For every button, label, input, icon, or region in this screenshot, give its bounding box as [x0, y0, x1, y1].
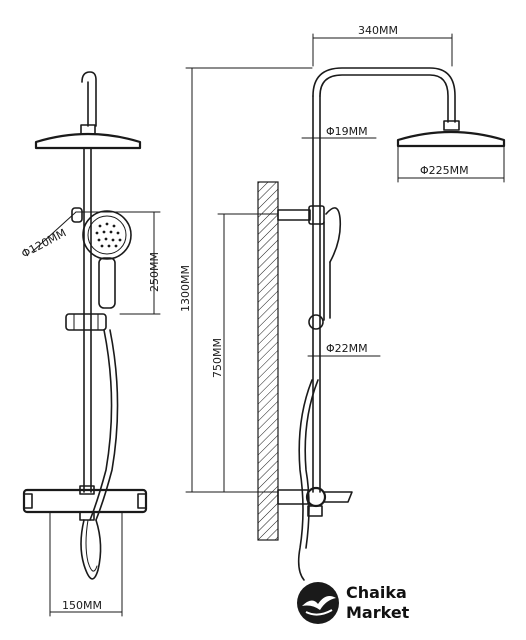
dim-label-height-1300: 1300MM [179, 265, 192, 312]
dim-label-height-750: 750MM [211, 338, 224, 378]
seagull-icon [302, 596, 336, 610]
dim-label-head-225: Φ225MM [420, 164, 469, 177]
side-slider-knob [308, 314, 324, 330]
front-top-pipe [81, 71, 97, 127]
front-rain-head [34, 132, 142, 150]
dim-label-head-120: Φ120MM [19, 226, 68, 260]
dim-left-bottom-width: 150MM [49, 511, 123, 617]
dim-right-pipe-bottom: Φ22MM [307, 342, 381, 357]
side-arm-outer [312, 67, 456, 123]
side-upper-wall-arm [277, 209, 311, 221]
logo-circle [297, 582, 339, 624]
dim-label-arm-340: 340MM [358, 24, 398, 37]
side-view: 1300MM 340MM Φ19MM Φ225MM 750MM [179, 24, 506, 581]
side-mixer-knob [305, 486, 327, 508]
front-lower-hose [80, 519, 102, 580]
logo-line1: Chaika [346, 583, 407, 602]
dim-label-pipe-22: Φ22MM [326, 342, 368, 355]
dim-right-head-diameter: Φ225MM [397, 145, 505, 183]
side-upper-clamp [308, 205, 325, 225]
dim-label-pipe-19: Φ19MM [326, 125, 368, 138]
dim-right-arm-length: 340MM [312, 24, 453, 67]
side-outlet [307, 505, 323, 517]
front-mixer-outlet [79, 511, 95, 521]
dim-label-height-250: 250MM [148, 252, 161, 292]
wall-hatched [257, 181, 279, 541]
dim-right-lower-height: 750MM [211, 213, 279, 493]
logo-line2: Market [346, 603, 410, 622]
side-hose [297, 379, 313, 581]
front-hose [89, 329, 113, 521]
dim-left-head-diameter: Φ120MM [19, 211, 133, 261]
front-view: Φ120MM 250MM 150MM [19, 71, 161, 617]
front-holder [71, 207, 83, 223]
dim-right-pipe-top: Φ19MM [301, 125, 377, 139]
side-hand-shower-head [325, 207, 342, 263]
side-arm-inner [319, 74, 449, 123]
dim-left-height: 250MM [119, 211, 161, 315]
front-hand-shower-head [82, 210, 132, 260]
front-slider-bracket [65, 313, 107, 331]
side-head-connector [443, 120, 460, 131]
side-spout [323, 491, 353, 503]
side-rain-head [396, 130, 506, 148]
dim-label-width-150: 150MM [62, 599, 102, 612]
front-nozzle-dots [95, 222, 122, 248]
dim-right-total-height: 1300MM [179, 67, 313, 493]
chaika-market-logo: Chaika Market [297, 582, 410, 624]
front-hand-shower-handle [98, 257, 116, 309]
